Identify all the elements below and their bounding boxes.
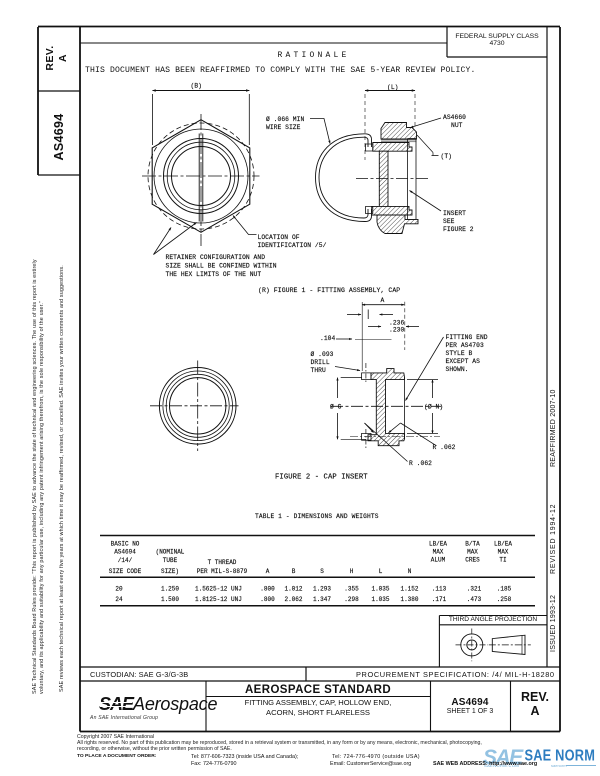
svg-text:DRILL: DRILL [311, 359, 330, 366]
svg-text:A: A [266, 568, 270, 575]
svg-text:(L): (L) [387, 84, 399, 91]
svg-text:BASIC NO: BASIC NO [111, 541, 140, 548]
svg-text:STYLE B: STYLE B [446, 350, 473, 357]
svg-text:L: L [379, 568, 383, 575]
svg-text:.258: .258 [497, 596, 512, 603]
svg-text:.321: .321 [467, 586, 482, 593]
svg-text:N: N [408, 568, 412, 575]
svg-text:1.293: 1.293 [313, 586, 331, 593]
svg-text:1.012: 1.012 [284, 586, 302, 593]
svg-text:AS4694: AS4694 [114, 549, 136, 556]
svg-text:1.250: 1.250 [161, 586, 179, 593]
svg-text:Ø G: Ø G [330, 403, 342, 411]
svg-text:MAX: MAX [498, 549, 509, 556]
svg-text:1.035: 1.035 [371, 586, 389, 593]
svg-text:FITTING END: FITTING END [446, 334, 488, 341]
svg-text:SIZE SHALL BE CONFINED WITHIN: SIZE SHALL BE CONFINED WITHIN [166, 263, 277, 270]
svg-text:SIZE): SIZE) [161, 568, 179, 575]
svg-text:.104: .104 [320, 335, 335, 342]
svg-text:1.347: 1.347 [313, 596, 331, 603]
svg-text:.171: .171 [432, 596, 447, 603]
svg-text:SHOWN.: SHOWN. [446, 366, 469, 373]
svg-text:INSERT: INSERT [443, 210, 466, 217]
svg-text:.230: .230 [389, 327, 404, 334]
svg-text:CRES: CRES [465, 557, 480, 564]
svg-text:RETAINER CONFIGURATION AND: RETAINER CONFIGURATION AND [166, 254, 266, 261]
svg-text:THE HEX LIMITS OF THE NUT: THE HEX LIMITS OF THE NUT [166, 271, 262, 278]
svg-text:(NOMINAL: (NOMINAL [156, 549, 185, 556]
svg-text:.113: .113 [432, 586, 447, 593]
svg-text:1.5625-12 UNJ: 1.5625-12 UNJ [195, 586, 242, 593]
svg-text:.473: .473 [467, 596, 482, 603]
svg-text:2.062: 2.062 [284, 596, 302, 603]
svg-text:1.152: 1.152 [400, 586, 418, 593]
svg-text:.355: .355 [344, 586, 359, 593]
svg-text:IDENTIFICATION /5/: IDENTIFICATION /5/ [258, 242, 327, 249]
svg-text:S: S [320, 568, 324, 575]
svg-text:.800: .800 [260, 596, 275, 603]
svg-text:TABLE 1 - DIMENSIONS AND WEIGH: TABLE 1 - DIMENSIONS AND WEIGHTS [255, 513, 379, 520]
svg-text:FIGURE 2: FIGURE 2 [443, 226, 474, 233]
svg-text:H: H [350, 568, 354, 575]
svg-text:.298: .298 [344, 596, 359, 603]
svg-text:1.035: 1.035 [371, 596, 389, 603]
svg-text:R .062: R .062 [409, 460, 432, 467]
svg-text:PER MIL-S-8879: PER MIL-S-8879 [197, 568, 248, 575]
svg-text:SEE: SEE [443, 218, 455, 225]
svg-text:/14/: /14/ [118, 557, 133, 564]
svg-text:(R) FIGURE 1 - FITTING ASSEMBL: (R) FIGURE 1 - FITTING ASSEMBLY, CAP [258, 287, 400, 294]
svg-text:MAX: MAX [467, 549, 478, 556]
svg-text:(Ø N): (Ø N) [424, 403, 443, 411]
svg-text:MAX: MAX [433, 549, 444, 556]
svg-text:(T): (T) [441, 153, 453, 160]
svg-text:AS4660: AS4660 [443, 114, 466, 121]
svg-text:ALUM: ALUM [431, 557, 446, 564]
svg-text:.185: .185 [497, 586, 512, 593]
svg-text:FIGURE 2 - CAP INSERT: FIGURE 2 - CAP INSERT [275, 474, 368, 482]
svg-text:LB/EA: LB/EA [429, 541, 447, 548]
svg-text:1.500: 1.500 [161, 596, 179, 603]
svg-text:TUBE: TUBE [163, 557, 178, 564]
svg-text:1.8125-12 UNJ: 1.8125-12 UNJ [195, 596, 242, 603]
svg-text:A: A [381, 297, 385, 304]
svg-text:.800: .800 [260, 586, 275, 593]
svg-text:T THREAD: T THREAD [208, 559, 237, 566]
svg-text:WIRE SIZE: WIRE SIZE [266, 124, 301, 131]
svg-text:(B): (B) [191, 83, 203, 90]
svg-text:B/TA: B/TA [465, 541, 480, 548]
svg-text:THRU: THRU [311, 367, 326, 374]
svg-text:1.380: 1.380 [400, 596, 418, 603]
svg-text:PER AS4703: PER AS4703 [446, 342, 484, 349]
svg-text:LOCATION OF: LOCATION OF [258, 234, 300, 241]
svg-text:EXCEPT AS: EXCEPT AS [446, 358, 481, 365]
svg-text:NUT: NUT [451, 122, 463, 129]
svg-text:B: B [292, 568, 296, 575]
svg-text:R .062: R .062 [433, 444, 456, 451]
svg-text:24: 24 [115, 596, 123, 603]
svg-text:Ø .093: Ø .093 [311, 350, 334, 358]
svg-text:20: 20 [115, 586, 123, 593]
svg-text:Ø .066 MIN: Ø .066 MIN [266, 115, 304, 123]
svg-text:LB/EA: LB/EA [494, 541, 512, 548]
svg-text:SIZE CODE: SIZE CODE [109, 568, 142, 575]
svg-text:TI: TI [499, 557, 506, 564]
svg-text:.236: .236 [389, 320, 404, 327]
